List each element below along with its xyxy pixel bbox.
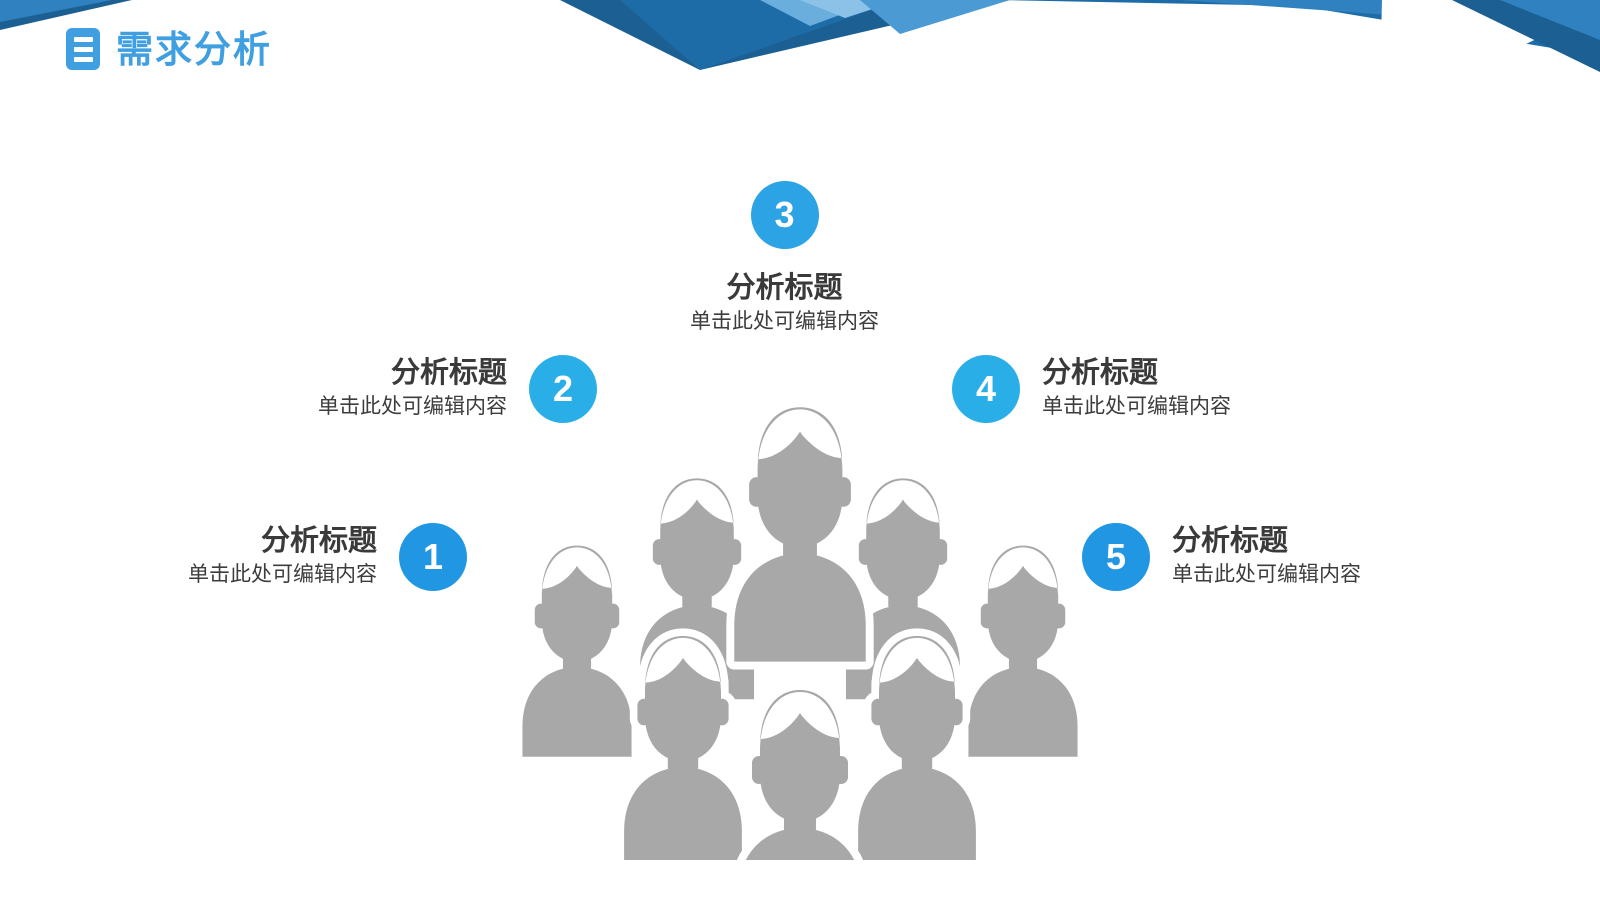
analysis-node-1[interactable]: 分析标题 单击此处可编辑内容 1 <box>188 523 467 591</box>
crowd-of-people-icon <box>505 380 1095 860</box>
analysis-node-3-title: 分析标题 <box>726 272 843 304</box>
list-icon-bar <box>73 36 93 42</box>
slide-header: 需求分析 <box>66 28 272 70</box>
analysis-node-5-badge[interactable]: 5 <box>1082 523 1150 591</box>
analysis-node-4-subtitle: 单击此处可编辑内容 <box>1042 394 1231 418</box>
analysis-node-2[interactable]: 分析标题 单击此处可编辑内容 2 <box>318 355 597 423</box>
analysis-node-3[interactable]: 3 分析标题 单击此处可编辑内容 <box>690 181 879 338</box>
analysis-node-3-badge[interactable]: 3 <box>750 181 819 249</box>
analysis-node-1-text: 分析标题 单击此处可编辑内容 <box>188 524 377 591</box>
analysis-node-5-subtitle: 单击此处可编辑内容 <box>1172 562 1361 586</box>
analysis-node-4[interactable]: 4 分析标题 单击此处可编辑内容 <box>952 355 1231 423</box>
list-icon-bar <box>73 56 93 62</box>
analysis-node-1-badge[interactable]: 1 <box>399 523 467 591</box>
list-icon-bar <box>73 46 93 52</box>
analysis-node-4-text: 分析标题 单击此处可编辑内容 <box>1042 356 1231 423</box>
list-icon <box>66 28 100 70</box>
page-title: 需求分析 <box>116 28 272 70</box>
analysis-node-2-subtitle: 单击此处可编辑内容 <box>318 394 507 418</box>
analysis-node-3-text: 分析标题 单击此处可编辑内容 <box>690 271 879 338</box>
analysis-node-2-text: 分析标题 单击此处可编辑内容 <box>318 356 507 423</box>
analysis-node-5-title: 分析标题 <box>1172 524 1289 557</box>
analysis-node-2-title: 分析标题 <box>390 356 507 389</box>
analysis-node-5[interactable]: 5 分析标题 单击此处可编辑内容 <box>1082 523 1361 591</box>
analysis-node-4-title: 分析标题 <box>1042 356 1159 389</box>
analysis-node-4-badge[interactable]: 4 <box>952 355 1020 423</box>
analysis-node-2-badge[interactable]: 2 <box>529 355 597 423</box>
analysis-node-1-title: 分析标题 <box>260 524 377 557</box>
analysis-node-3-subtitle: 单击此处可编辑内容 <box>690 310 879 334</box>
analysis-node-1-subtitle: 单击此处可编辑内容 <box>188 562 377 586</box>
analysis-node-5-text: 分析标题 单击此处可编辑内容 <box>1172 524 1361 591</box>
